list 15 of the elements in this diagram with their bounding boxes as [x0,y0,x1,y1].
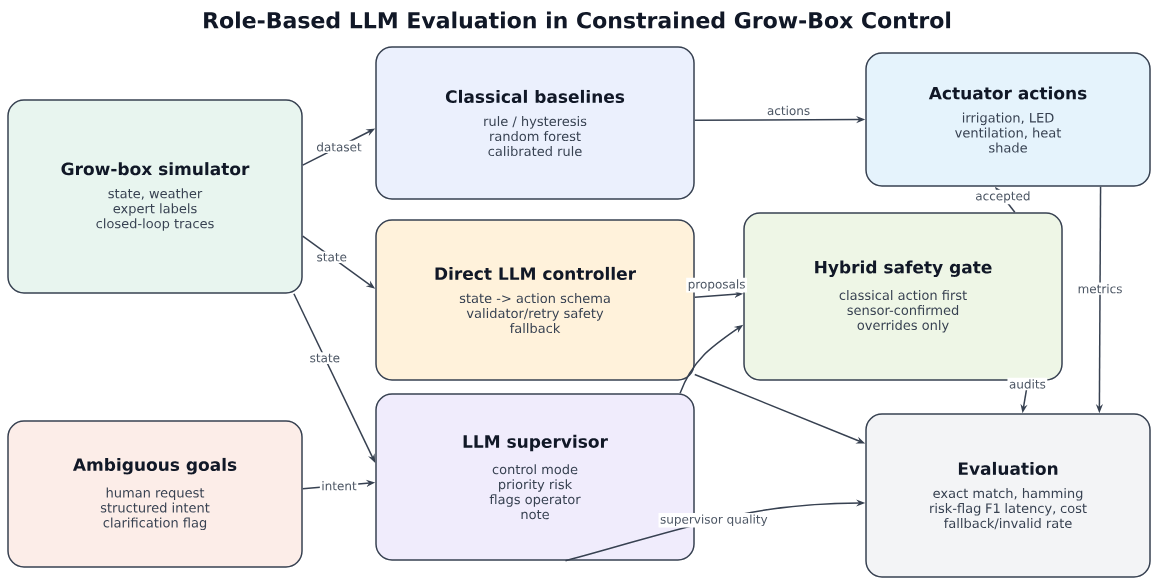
process-box: Classical baselines rule / hysteresis random forest calibrated rule [375,46,695,200]
process-box: Ambiguous goals human request structured intent clarification flag [7,420,303,568]
process-box: Evaluation exact match, hamming risk-flag F1 latency, cost fallback/invalid rate [865,413,1151,578]
edge-label: metrics [1076,282,1124,295]
edge-label: proposals [686,277,747,293]
edge-label: dataset [314,140,364,153]
process-box: Actuator actions irrigation, LED ventilation, heat shade [865,52,1151,187]
title: Role-Based LLM Evaluation in Constrained Grow-Box Control [204,11,951,29]
edge-label: intent [319,479,359,492]
process-box: Grow-box simulator state, weather expert labels closed-loop traces [7,99,303,294]
edge-label: state [315,251,349,263]
edge-label: state [308,352,342,364]
edge-label: accepted [973,189,1032,205]
edge-label: actions [765,104,812,117]
edge-label: supervisor quality [658,513,770,528]
